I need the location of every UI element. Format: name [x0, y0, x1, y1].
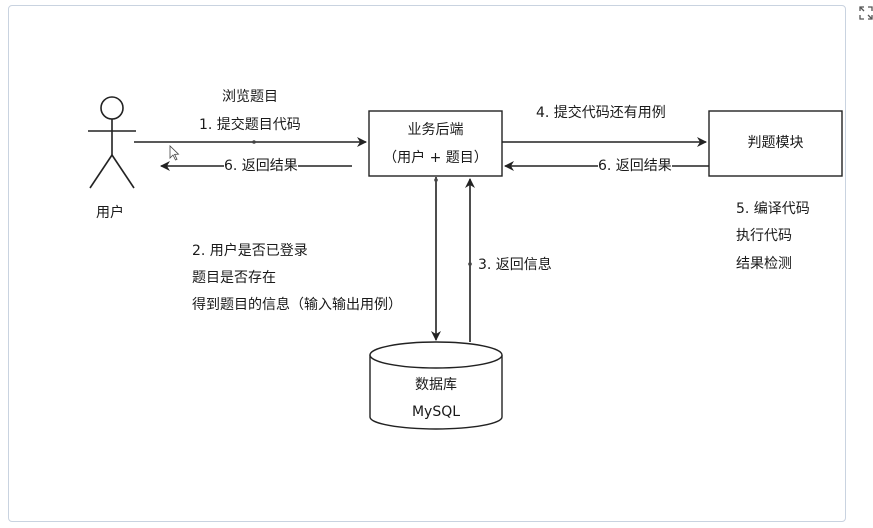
- label-submit: 1. 提交题目代码: [199, 117, 301, 133]
- label-check-login: 2. 用户是否已登录: [192, 243, 308, 259]
- arrow-submit-dot: [252, 140, 256, 144]
- label-submit-cases: 4. 提交代码还有用例: [536, 105, 666, 121]
- label-return-judge: 6. 返回结果: [598, 157, 672, 175]
- mouse-cursor-icon: [169, 145, 180, 161]
- label-check-result: 结果检测: [736, 256, 792, 272]
- label-execute: 执行代码: [736, 228, 792, 244]
- label-get-question-info: 得到题目的信息（输入输出用例）: [192, 297, 402, 313]
- arrow-return-info-dot: [468, 262, 472, 266]
- backend-subtitle: （用户 + 题目）: [383, 150, 488, 166]
- label-return-info: 3. 返回信息: [478, 257, 552, 273]
- label-compile: 5. 编译代码: [736, 201, 810, 217]
- label-return-user: 6. 返回结果: [224, 157, 298, 175]
- expand-icon[interactable]: [859, 6, 873, 20]
- user-actor-figure: [88, 96, 136, 189]
- arrow-query-dot: [434, 178, 438, 182]
- actor-label: 用户: [96, 205, 124, 221]
- judge-box: [708, 110, 843, 177]
- database-title: 数据库: [415, 377, 457, 393]
- backend-box: [368, 110, 503, 177]
- label-check-question: 题目是否存在: [192, 270, 276, 286]
- diagram-frame: [8, 5, 846, 522]
- database-cylinder: [369, 341, 503, 430]
- database-subtitle: MySQL: [411, 404, 461, 420]
- judge-title: 判题模块: [747, 135, 804, 151]
- label-browse: 浏览题目: [222, 89, 278, 105]
- backend-title: 业务后端: [407, 122, 464, 138]
